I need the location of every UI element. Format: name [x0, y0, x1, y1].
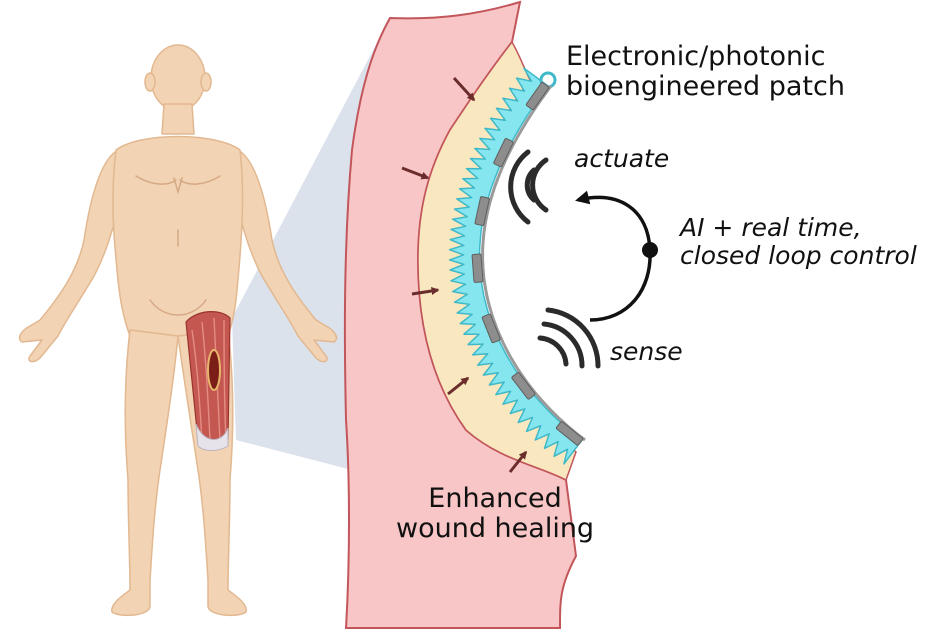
electronics-chip	[493, 138, 514, 168]
electronics-chip	[511, 372, 536, 400]
electronics-chip	[555, 421, 584, 446]
wound-healing-label: Enhanced wound healing	[396, 483, 595, 545]
electronics-chips	[471, 82, 586, 446]
wound-healing-label-line-1: Enhanced	[428, 483, 562, 514]
ai-control-label-line-2: closed loop control	[680, 241, 917, 270]
sense-label: sense	[610, 337, 683, 366]
actuate-wave-icon	[508, 149, 549, 225]
actuate-label: actuate	[574, 144, 670, 173]
wound-icon	[207, 349, 221, 391]
ai-control-label-line-1: AI + real time,	[680, 213, 862, 242]
electronics-chip	[471, 253, 484, 283]
patch-label-line-2: bioengineered patch	[566, 71, 845, 103]
patch-label: Electronic/photonic bioengineered patch	[566, 41, 845, 103]
wound-healing-label-line-2: wound healing	[396, 513, 595, 545]
sense-wave-icon	[537, 307, 601, 369]
pressure-arrows	[401, 76, 528, 473]
electronics-chip	[481, 313, 501, 344]
body-contours	[135, 175, 221, 316]
feedback-arrow-icon	[575, 190, 658, 322]
patch-label-line-1: Electronic/photonic	[566, 41, 826, 72]
electronics-chip	[474, 196, 490, 226]
electronics-chip	[525, 82, 550, 111]
ai-control-label: AI + real time, closed loop control	[680, 214, 917, 270]
